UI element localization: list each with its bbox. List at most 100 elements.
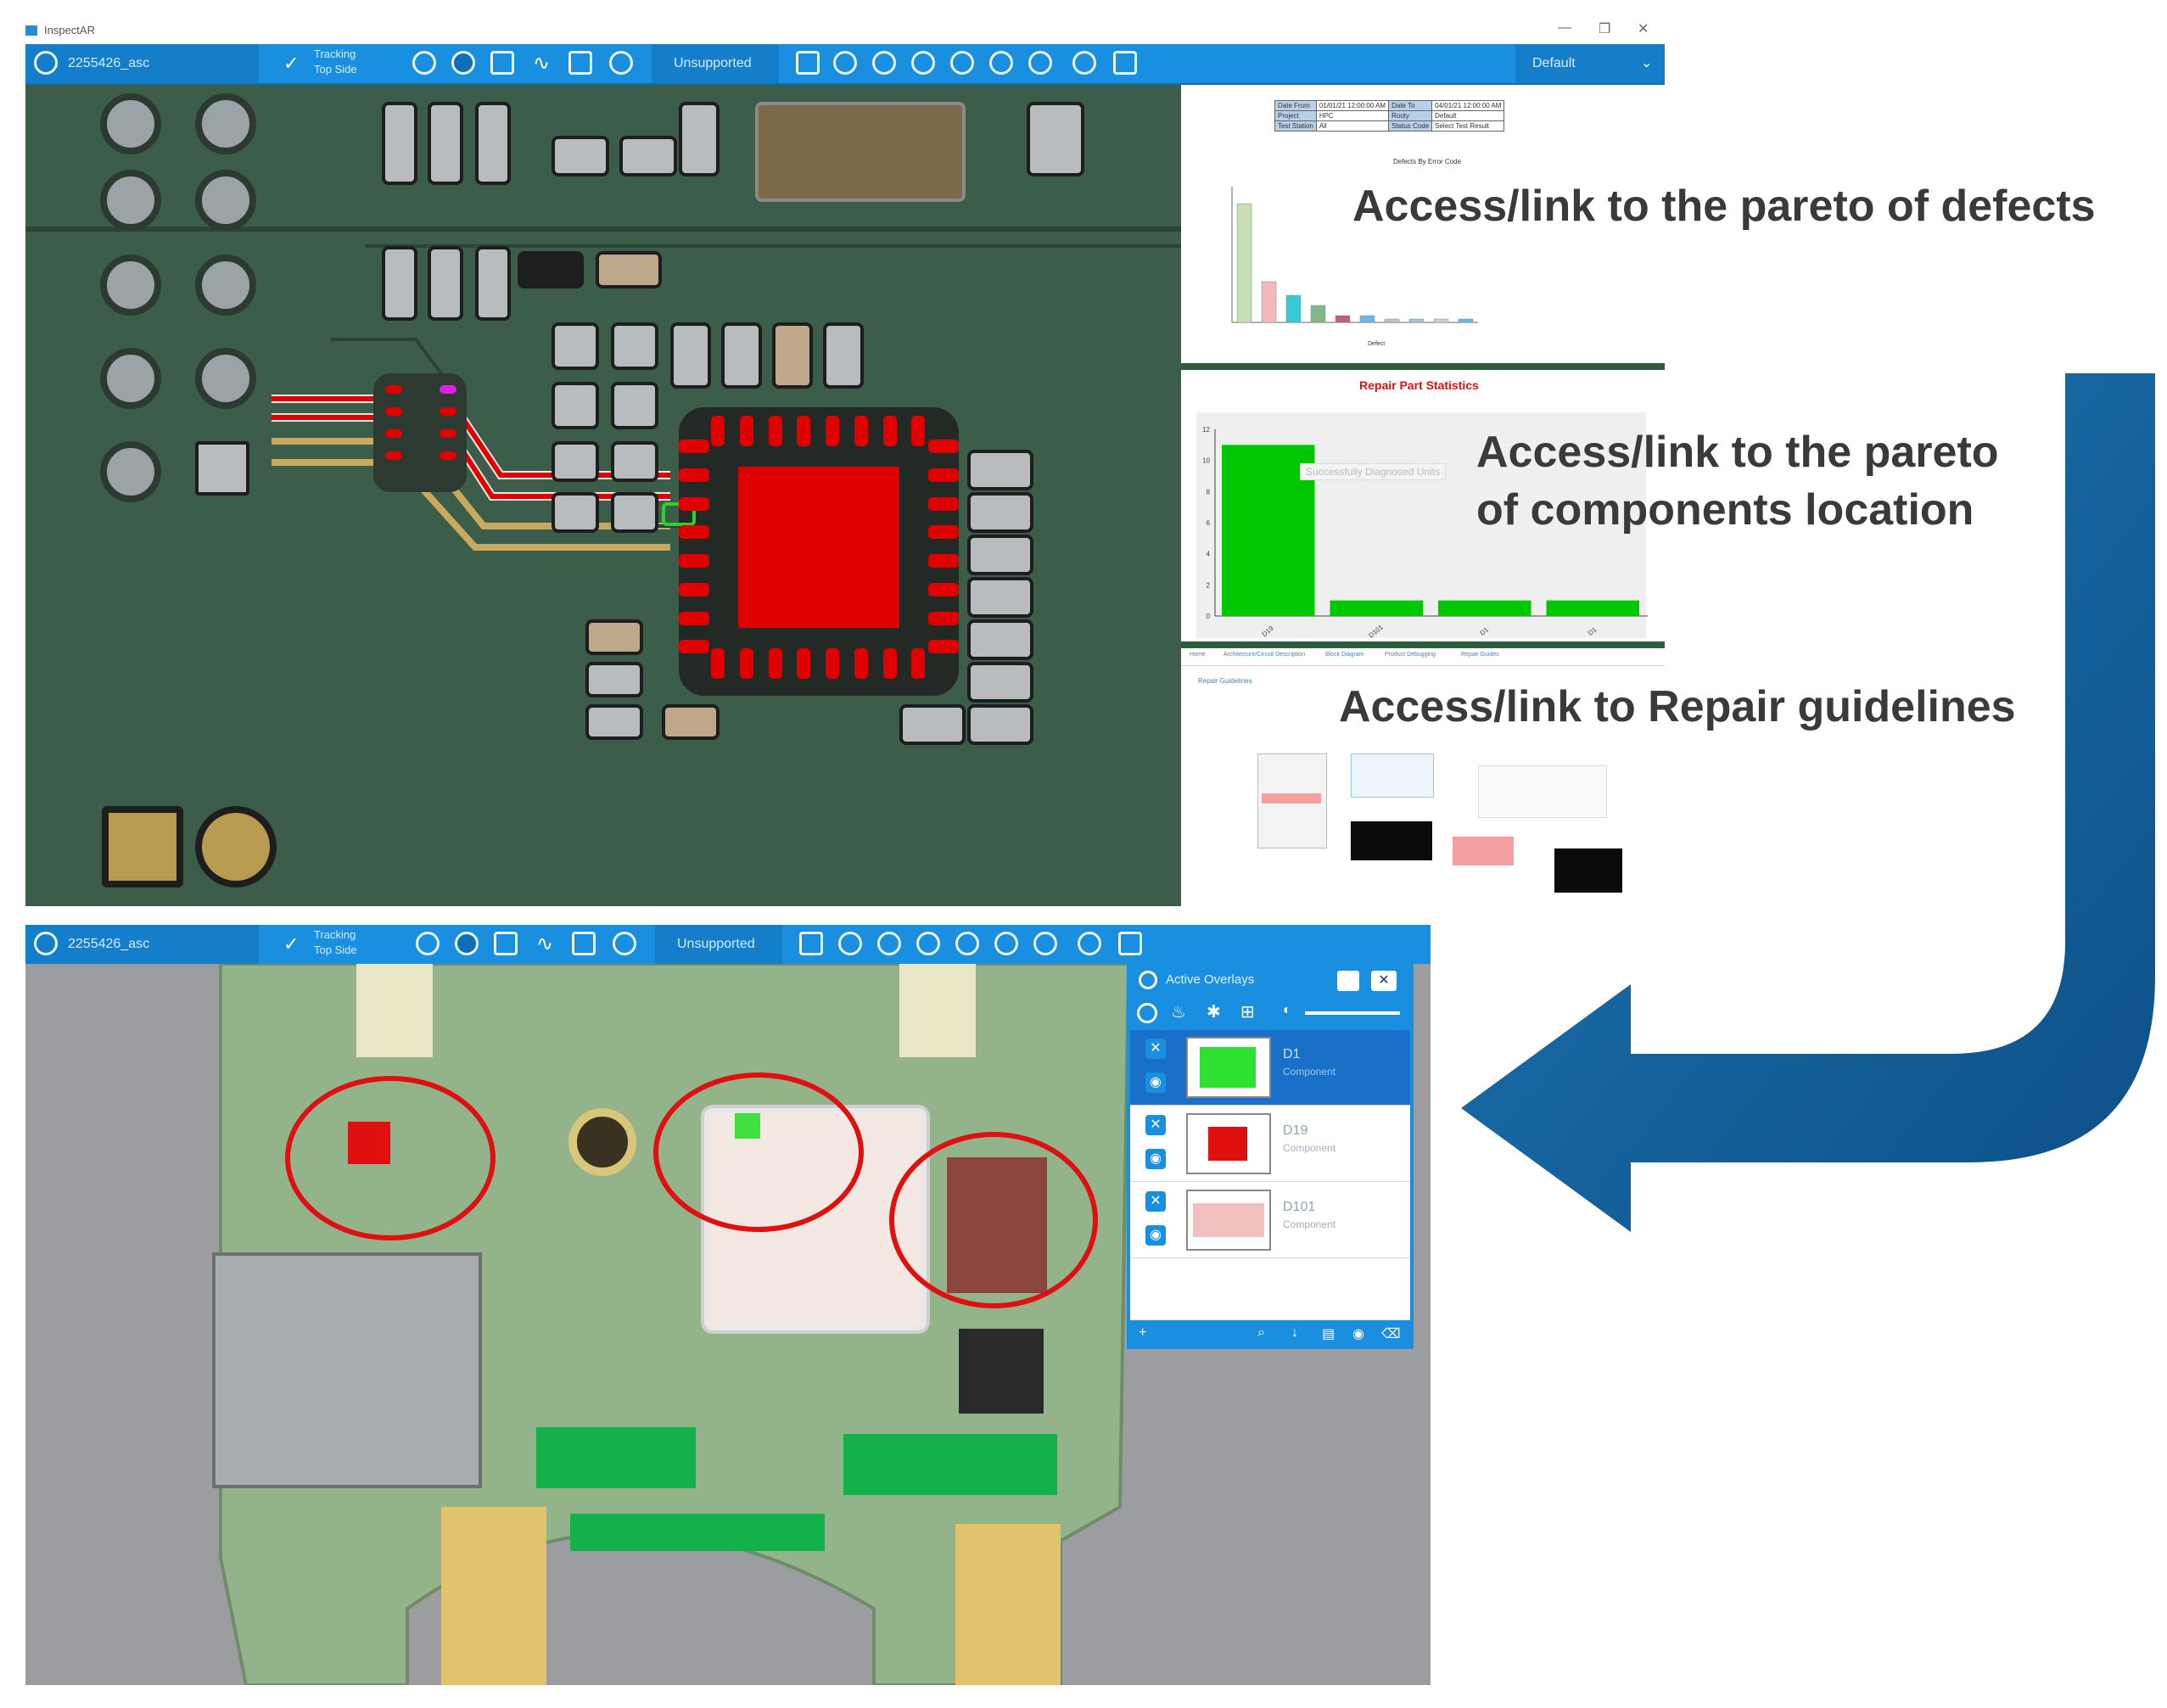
chip-pin xyxy=(854,416,868,446)
eye-icon[interactable]: ◉ xyxy=(1145,1225,1166,1246)
fullscreen-icon[interactable] xyxy=(1118,932,1142,955)
overlay-item-d101[interactable]: ✕ ◉ D101 Component xyxy=(1130,1183,1410,1258)
tab-architecture[interactable]: Architecture/Circuit Description xyxy=(1223,652,1306,658)
chip-pin xyxy=(928,611,959,625)
refresh-icon[interactable] xyxy=(34,51,58,75)
chip-pin xyxy=(928,582,959,596)
target-icon[interactable] xyxy=(416,932,440,955)
help-icon[interactable] xyxy=(1078,932,1101,955)
via xyxy=(195,348,256,409)
chip-pin xyxy=(911,416,926,446)
fullscreen-icon[interactable] xyxy=(1113,51,1137,75)
eye-icon[interactable]: ◉ xyxy=(1352,1327,1364,1341)
guide-alert-box[interactable] xyxy=(1453,837,1514,865)
settings-icon[interactable] xyxy=(1033,932,1057,955)
board-id-segment[interactable]: 2255426_asc xyxy=(25,925,259,964)
remove-icon[interactable]: ✕ xyxy=(1145,1115,1166,1135)
zoom-search-icon[interactable] xyxy=(494,932,518,955)
defect-bar xyxy=(1433,318,1449,323)
active-overlays-panel[interactable]: Active Overlays ✕ ♨ ✱ ⊞ ◐ ✕ ◉ D1 Compone… xyxy=(1127,962,1414,1349)
layers-icon[interactable] xyxy=(799,932,823,955)
profile-segment[interactable]: Default ⌄ xyxy=(1515,44,1665,83)
ring-icon[interactable] xyxy=(455,932,479,955)
smd-pad xyxy=(585,662,643,697)
board-id-segment[interactable]: 2255426_asc xyxy=(25,44,259,83)
layers-icon[interactable] xyxy=(796,51,820,75)
export-icon[interactable] xyxy=(572,932,596,955)
list-icon[interactable]: ▤ xyxy=(1322,1327,1335,1341)
tab-home[interactable]: Home xyxy=(1190,652,1206,658)
remove-icon[interactable]: ✕ xyxy=(1145,1039,1166,1059)
clock-icon[interactable] xyxy=(877,932,901,955)
tracking-segment[interactable]: ✓ Tracking Top Side xyxy=(272,925,407,964)
rotate-icon[interactable] xyxy=(613,932,636,955)
guide-flow-diagram[interactable] xyxy=(1478,765,1607,818)
add-icon[interactable]: + xyxy=(1139,1325,1147,1340)
globe-icon[interactable] xyxy=(994,932,1018,955)
target-icon[interactable] xyxy=(412,51,436,75)
defective-chip-d19[interactable] xyxy=(679,407,959,696)
window-icon[interactable] xyxy=(1337,971,1359,991)
chevron-down-icon[interactable]: ⌄ xyxy=(1641,56,1653,70)
tab-repair-guides[interactable]: Repair Guides xyxy=(1461,652,1499,658)
waveform-icon[interactable]: ∿ xyxy=(533,52,551,75)
guide-screen-box[interactable] xyxy=(1554,848,1622,893)
grid-icon[interactable]: ⊞ xyxy=(1240,1003,1255,1022)
defect-bar xyxy=(1408,318,1425,323)
tracking-segment[interactable]: ✓ Tracking Top Side xyxy=(272,44,407,83)
info-icon[interactable] xyxy=(838,932,862,955)
pcb-closeup-view[interactable] xyxy=(25,85,1181,906)
guide-screen-box[interactable] xyxy=(1351,821,1432,860)
minimize-button[interactable]: — xyxy=(1558,20,1571,35)
settings-icon[interactable] xyxy=(1028,51,1052,75)
opacity-slider[interactable] xyxy=(1305,1011,1400,1015)
help-icon[interactable] xyxy=(1072,51,1096,75)
overlay-item-d1[interactable]: ✕ ◉ D1 Component xyxy=(1130,1030,1410,1106)
compass-icon[interactable] xyxy=(911,51,935,75)
defects-report-panel[interactable]: Date From 01/01/21 12:00:00 AM Date To 0… xyxy=(1181,85,1665,365)
smd-pad xyxy=(552,441,599,482)
tab-product-debugging[interactable]: Product Debugging xyxy=(1385,652,1436,658)
download-icon[interactable]: ↓ xyxy=(1291,1325,1298,1340)
overlay-type: Component xyxy=(1283,1218,1336,1230)
globe-icon[interactable] xyxy=(989,51,1013,75)
ring-icon[interactable] xyxy=(451,51,475,75)
guide-step-box[interactable] xyxy=(1351,753,1434,798)
guide-doc-thumbnail[interactable] xyxy=(1257,753,1327,848)
overlay-item-d19[interactable]: ✕ ◉ D19 Component xyxy=(1130,1106,1410,1182)
remove-icon[interactable]: ✕ xyxy=(1145,1191,1166,1212)
component-bar xyxy=(1222,445,1315,616)
info-icon[interactable] xyxy=(833,51,857,75)
trash-icon[interactable]: ⌫ xyxy=(1381,1327,1401,1341)
compass-icon[interactable] xyxy=(916,932,940,955)
tab-block-diagram[interactable]: Block Diagram xyxy=(1325,652,1364,658)
close-button[interactable]: ✕ xyxy=(1638,22,1649,36)
waveform-icon[interactable]: ∿ xyxy=(536,932,554,955)
mode-segment[interactable]: Unsupported xyxy=(652,44,779,83)
repair-guidelines-panel[interactable]: Home Architecture/Circuit Description Bl… xyxy=(1181,648,1665,906)
chip-pin xyxy=(826,648,839,679)
green-pad-area xyxy=(843,1434,1057,1495)
clock-icon[interactable] xyxy=(872,51,896,75)
gear-icon[interactable] xyxy=(950,51,974,75)
pcb-full-board-view[interactable] xyxy=(25,964,1431,1685)
close-icon[interactable]: ✕ xyxy=(1371,971,1397,991)
eye-icon[interactable]: ◉ xyxy=(1145,1072,1166,1093)
zoom-search-icon[interactable] xyxy=(490,51,514,75)
refresh-icon[interactable] xyxy=(34,932,58,955)
globe-icon[interactable] xyxy=(1137,1003,1157,1023)
sparkle-icon[interactable]: ✱ xyxy=(1207,1003,1221,1022)
gear-icon[interactable] xyxy=(955,932,979,955)
overlay-name: D1 xyxy=(1283,1047,1301,1061)
maximize-button[interactable]: ❐ xyxy=(1599,22,1611,36)
eye-icon[interactable]: ◉ xyxy=(1145,1149,1166,1169)
fire-icon[interactable]: ♨ xyxy=(1171,1003,1186,1022)
defects-pareto-chart[interactable] xyxy=(1207,170,1487,348)
export-icon[interactable] xyxy=(568,51,592,75)
mode-segment[interactable]: Unsupported xyxy=(655,925,782,964)
search-icon[interactable]: ⌕ xyxy=(1257,1325,1265,1340)
smd-pad xyxy=(967,704,1033,745)
rotate-icon[interactable] xyxy=(609,51,633,75)
